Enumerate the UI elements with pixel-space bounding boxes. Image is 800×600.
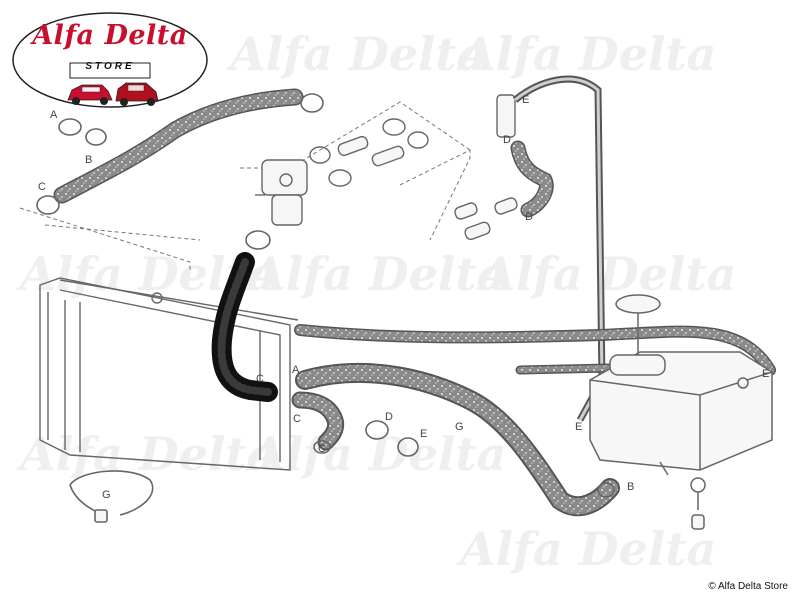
watermark-text: Alfa Delta [476,247,736,301]
watermark-text: Alfa Delta [246,247,506,301]
hose-segment [464,221,491,241]
part-label: C [38,181,46,193]
part-labels: A B C E D D C A C C D E G E E B G [38,94,769,501]
watermark-text: Alfa Delta [456,522,716,576]
thermostat-housing [255,159,308,226]
part-label: E [762,368,769,380]
logo-badge [12,12,208,108]
part-label: C [293,413,301,425]
hose-clamp [597,482,615,498]
upper-hose [53,88,304,204]
heater-hose [496,94,554,218]
watermark-text: Alfa Delta [16,427,276,481]
radiator-outline [39,277,291,471]
hose-clamp [309,146,331,164]
hose-fitting [496,94,516,138]
overflow-pipe [512,75,606,422]
hose-segment [494,197,518,215]
part-label: E [420,428,427,440]
part-label: C [318,443,326,455]
drain-nut [691,514,705,530]
part-label: D [385,411,393,423]
copyright-text: © Alfa Delta Store [708,581,788,592]
radiator-core-edge [59,289,281,462]
part-label: A [50,109,58,121]
red-car-icon [115,82,159,106]
hose-segment [454,202,478,220]
store-logo[interactable]: Alfa Delta STORE [10,8,210,116]
part-label: B [627,481,634,493]
part-label: A [292,364,300,376]
lower-clamps [313,420,615,498]
part-label: D [503,134,511,146]
hose-clamp [58,118,82,136]
radiator-top-tank [59,279,299,321]
radiator-cap [151,292,163,304]
logo-tagline: STORE [85,61,135,72]
mounting-strap [69,470,154,523]
hose-clamp [407,131,429,149]
hose-clamp [300,93,324,113]
watermark-text: Alfa Delta [456,27,716,81]
watermark-text: Alfa Delta [246,427,506,481]
hose-clamp [245,230,271,250]
red-car-icon [67,84,113,105]
lower-hose [291,363,620,517]
hose-segment [337,135,369,157]
watermark-text: Alfa Delta [226,27,486,81]
reference-line [19,207,191,272]
part-label: E [575,421,582,433]
hose-segment [371,145,405,167]
hose-clamp [365,420,389,440]
hose-clamp [313,440,331,454]
drain-bolt [690,477,706,493]
radiator [39,277,299,471]
small-hoses [309,118,518,241]
hose-clamp [85,128,107,146]
reference-line [399,149,471,241]
part-label: E [522,94,529,106]
hose-clamps-group [36,93,324,250]
part-label: B [85,154,92,166]
part-label: D [525,211,533,223]
tank-body [589,351,773,471]
logo-brand-text: Alfa Delta [32,20,188,51]
reference-line [240,101,471,169]
tank-cap [615,294,661,314]
expansion-hose [294,324,776,376]
highlighted-hose [211,252,278,402]
part-label: G [102,489,111,501]
expansion-tank [589,294,773,530]
reference-line [44,224,201,241]
hose-clamp [328,169,352,187]
part-label: G [455,421,464,433]
watermark-layer: Alfa Delta Alfa Delta Alfa Delta Alfa De… [16,27,736,576]
hose-clamp [36,195,60,215]
tank-neck [609,354,666,376]
hose-clamp [382,118,406,136]
hose-clamp [397,437,419,457]
part-label: C [256,373,264,385]
